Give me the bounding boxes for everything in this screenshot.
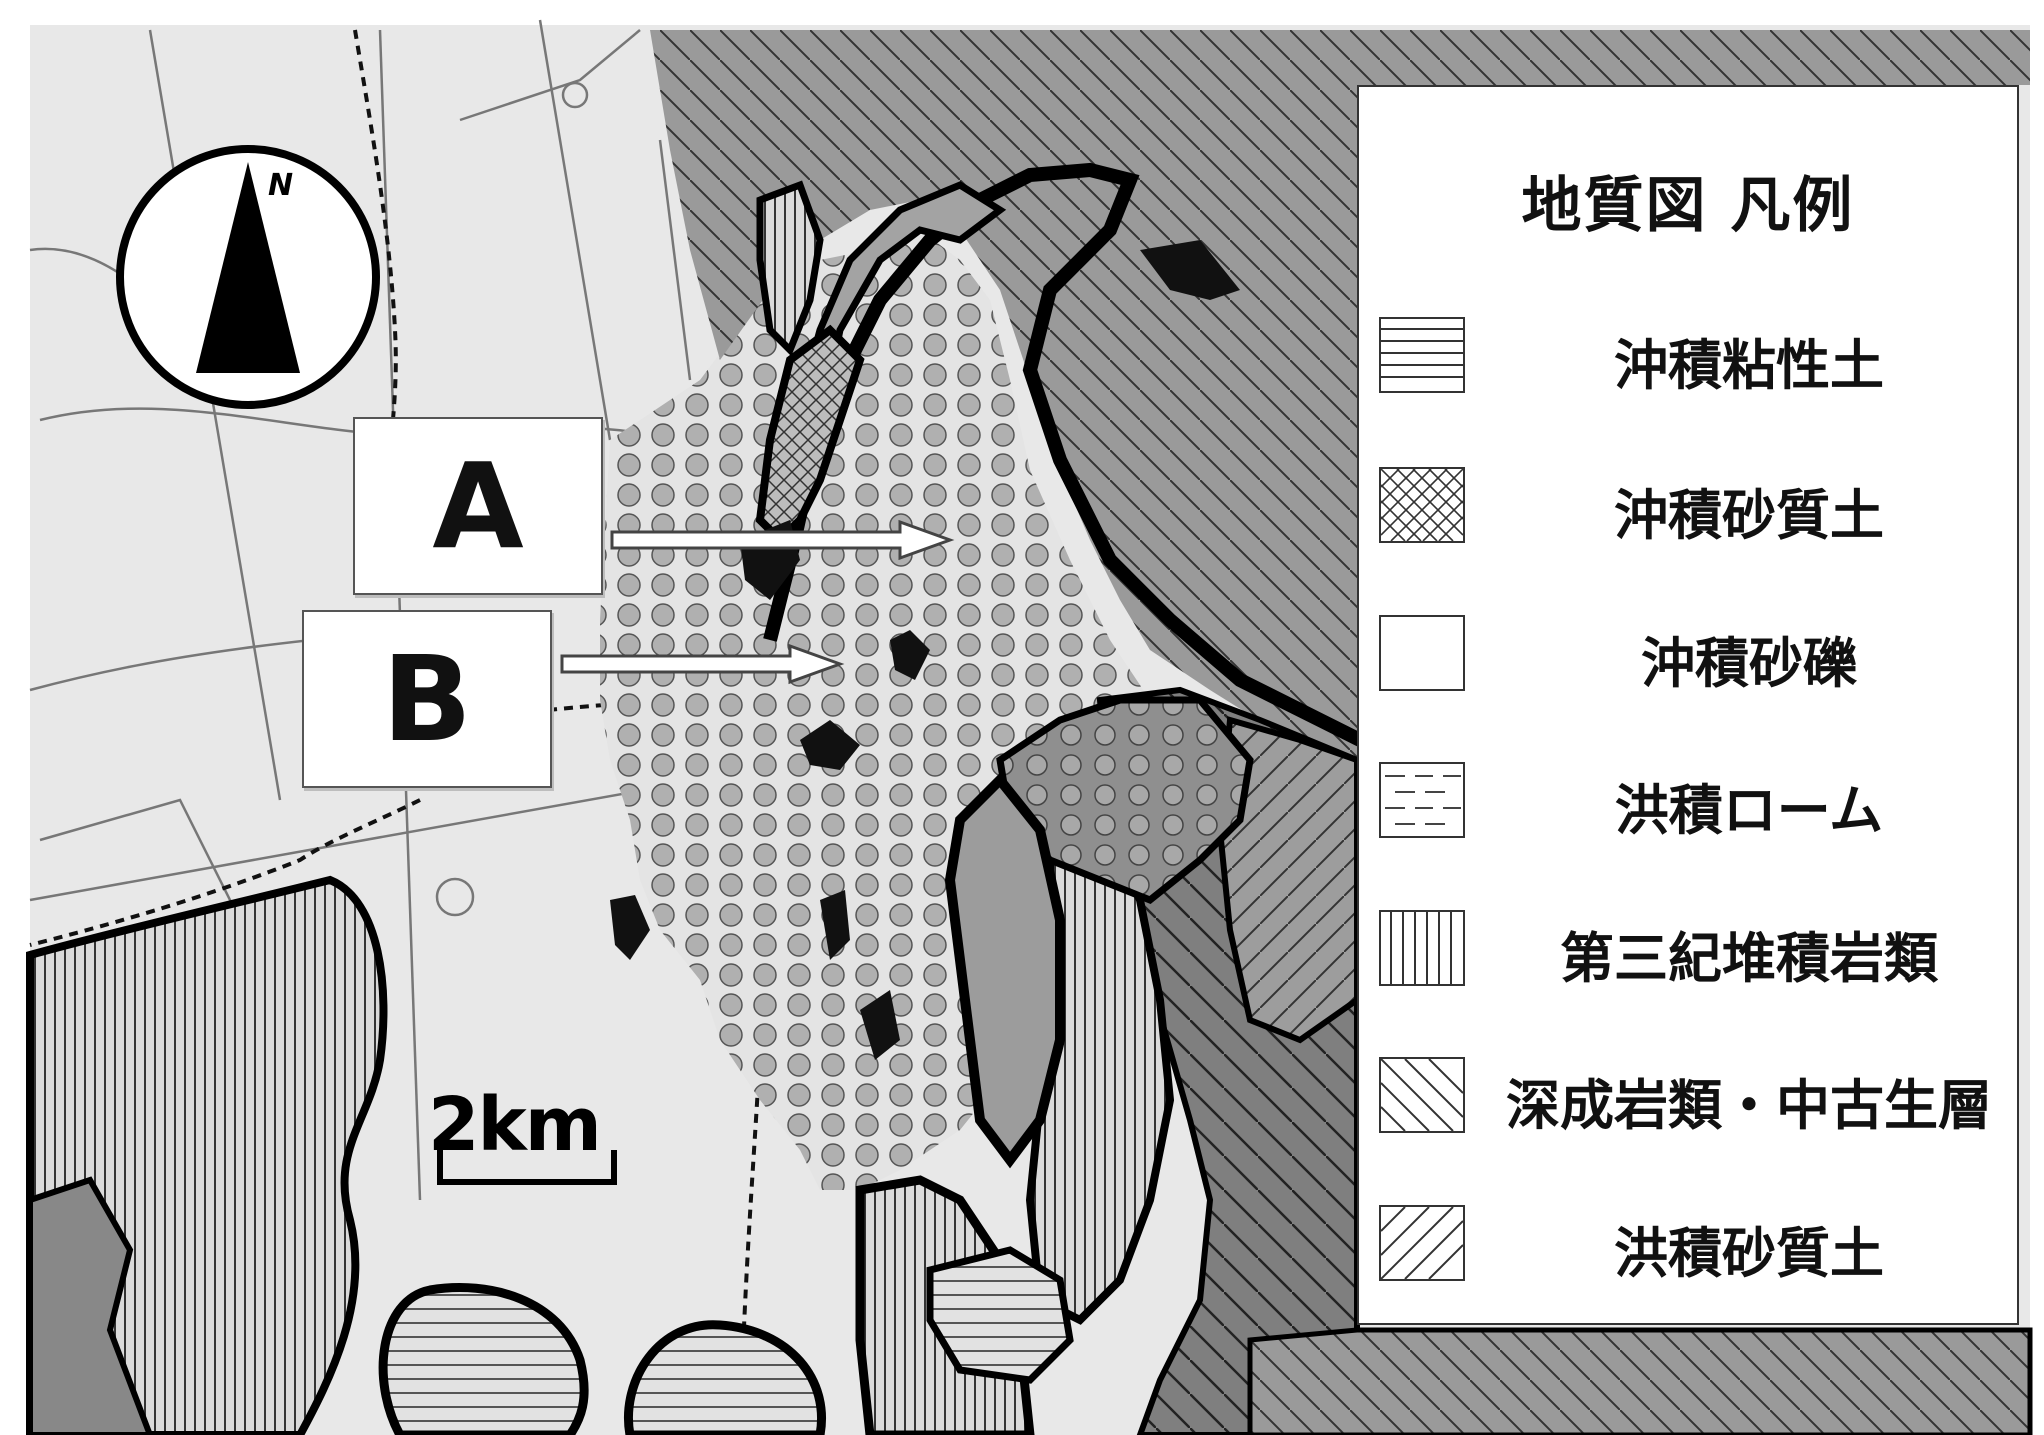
- marker-a-text: A: [432, 437, 524, 575]
- zone-sandy-crosshatch: [755, 324, 865, 546]
- swatch-diagonal-back: [1379, 1057, 1465, 1133]
- map-legend: 地質図 凡例 沖積粘性土 沖積砂質土 沖積砂礫: [1357, 85, 2019, 1325]
- legend-label: 深成岩類・中古生層: [1506, 1074, 1992, 1137]
- zone-clay-south-2: [624, 1320, 826, 1435]
- marker-label-b: B: [302, 610, 552, 788]
- marker-b-text: B: [382, 630, 472, 768]
- scale-bar-label: 2km: [428, 1082, 602, 1168]
- legend-item-alluvial-clay: 沖積粘性土: [1359, 307, 2019, 407]
- zone-plutonic-southeast: [1247, 1327, 2033, 1435]
- zone-sandy-diluvial-east: [1216, 716, 1360, 1044]
- legend-item-tertiary-sedimentary: 第三紀堆積岩類: [1359, 900, 2019, 1000]
- legend-item-alluvial-gravel: 沖積砂礫: [1359, 605, 2019, 705]
- legend-item-alluvial-sandy: 沖積砂質土: [1359, 457, 2019, 557]
- legend-label: 沖積粘性土: [1614, 334, 1884, 397]
- scale-bar: [437, 1150, 617, 1185]
- legend-item-diluvial-loam: 洪積ローム: [1359, 752, 2019, 852]
- swatch-horizontal-lines: [1379, 317, 1465, 393]
- swatch-crosshatch: [1379, 467, 1465, 543]
- zone-clay-south-1: [378, 1283, 589, 1435]
- legend-label: 沖積砂礫: [1641, 632, 1857, 695]
- swatch-diagonal-forward: [1379, 1205, 1465, 1281]
- zone-clay-south-3: [926, 1246, 1074, 1384]
- legend-label: 洪積ローム: [1614, 779, 1884, 842]
- legend-item-plutonic-paleozoic: 深成岩類・中古生層: [1359, 1047, 2019, 1147]
- zone-tertiary-north: [756, 180, 824, 357]
- legend-label: 沖積砂質土: [1614, 484, 1884, 547]
- north-arrow-compass: [116, 145, 380, 409]
- swatch-dashed: [1379, 762, 1465, 838]
- legend-title: 地質図 凡例: [1521, 171, 1855, 241]
- small-black-features: [610, 240, 1240, 1060]
- marker-label-a: A: [353, 417, 603, 595]
- pointer-arrows: [560, 519, 955, 685]
- legend-item-diluvial-sandy: 洪積砂質土: [1359, 1195, 2019, 1295]
- legend-label: 洪積砂質土: [1614, 1222, 1884, 1285]
- zone-plutonic-northeast-edge: [1357, 30, 2030, 85]
- zone-gray-ribbon-central: [944, 772, 1065, 1169]
- north-letter: N: [268, 168, 294, 203]
- arrow-b: [560, 643, 845, 685]
- zone-plutonic-northeast: [650, 30, 1357, 760]
- zone-dark-southwest: [27, 1176, 154, 1435]
- arrow-a: [610, 519, 955, 561]
- swatch-blank: [1379, 615, 1465, 691]
- legend-label: 第三紀堆積岩類: [1560, 927, 1938, 990]
- swatch-vertical-lines: [1379, 910, 1465, 986]
